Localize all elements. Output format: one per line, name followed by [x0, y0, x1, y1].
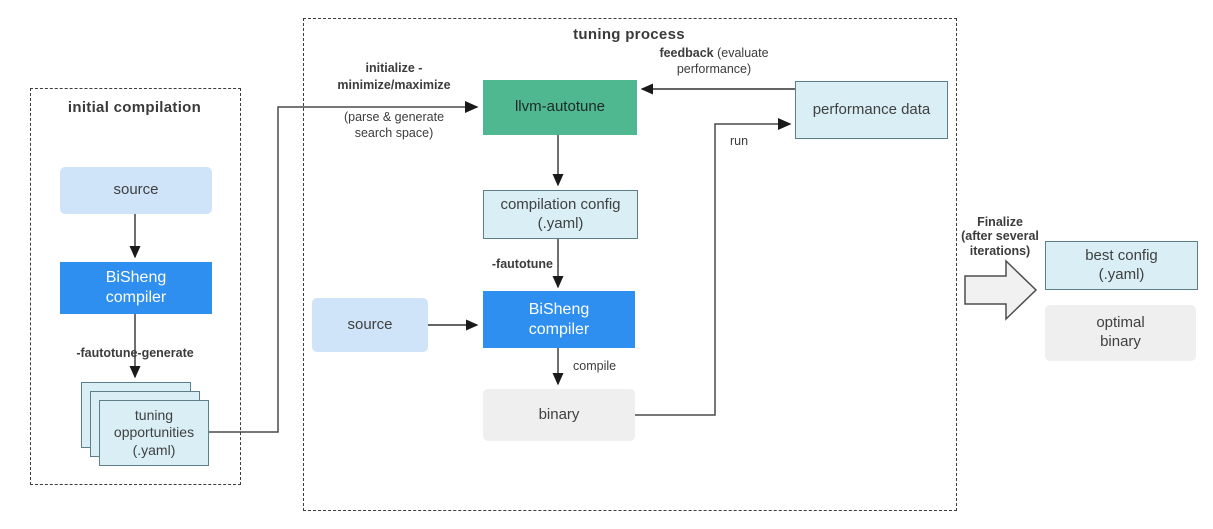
initial-compilation-group — [30, 88, 241, 485]
initialize-label-bold: initialize - minimize/maximize — [337, 61, 451, 92]
initial-compilation-title: initial compilation — [67, 99, 202, 116]
bisheng-compiler-node-left: BiSheng compiler — [60, 262, 212, 314]
binary-node: binary — [483, 389, 635, 441]
compilation-config-node: compilation config (.yaml) — [483, 190, 638, 239]
compile-label: compile — [573, 359, 617, 373]
source-node-mid: source — [312, 298, 428, 352]
arrow-binary-to-performance — [635, 118, 792, 416]
fautotune-label: -fautotune — [491, 257, 553, 271]
performance-data-node: performance data — [795, 81, 948, 139]
llvm-autotune-node: llvm-autotune — [483, 80, 637, 135]
initialize-label: initialize - minimize/maximize (parse & … — [313, 44, 475, 158]
tuning-opportunities-node: tuning opportunities (.yaml) — [99, 400, 209, 466]
source-node-left: source — [60, 167, 212, 214]
arrow-opportunities-to-autotune — [208, 101, 479, 433]
optimal-binary-node: optimal binary — [1045, 305, 1196, 361]
feedback-label: feedback (evaluate performance) — [633, 45, 795, 78]
feedback-label-normal: (evaluate performance) — [676, 46, 769, 77]
best-config-node: best config (.yaml) — [1045, 241, 1198, 290]
finalize-label: Finalize (after several iterations) — [961, 215, 1039, 258]
tuning-process-group — [303, 18, 957, 511]
finalize-block-arrow-icon — [964, 259, 1038, 321]
tuning-process-title: tuning process — [573, 26, 685, 43]
feedback-label-bold: feedback — [659, 46, 714, 60]
initialize-label-normal: (parse & generate search space) — [343, 110, 445, 141]
fautotune-generate-label: -fautotune-generate — [76, 346, 194, 360]
run-label: run — [730, 134, 749, 148]
bisheng-compiler-node-mid: BiSheng compiler — [483, 291, 635, 348]
